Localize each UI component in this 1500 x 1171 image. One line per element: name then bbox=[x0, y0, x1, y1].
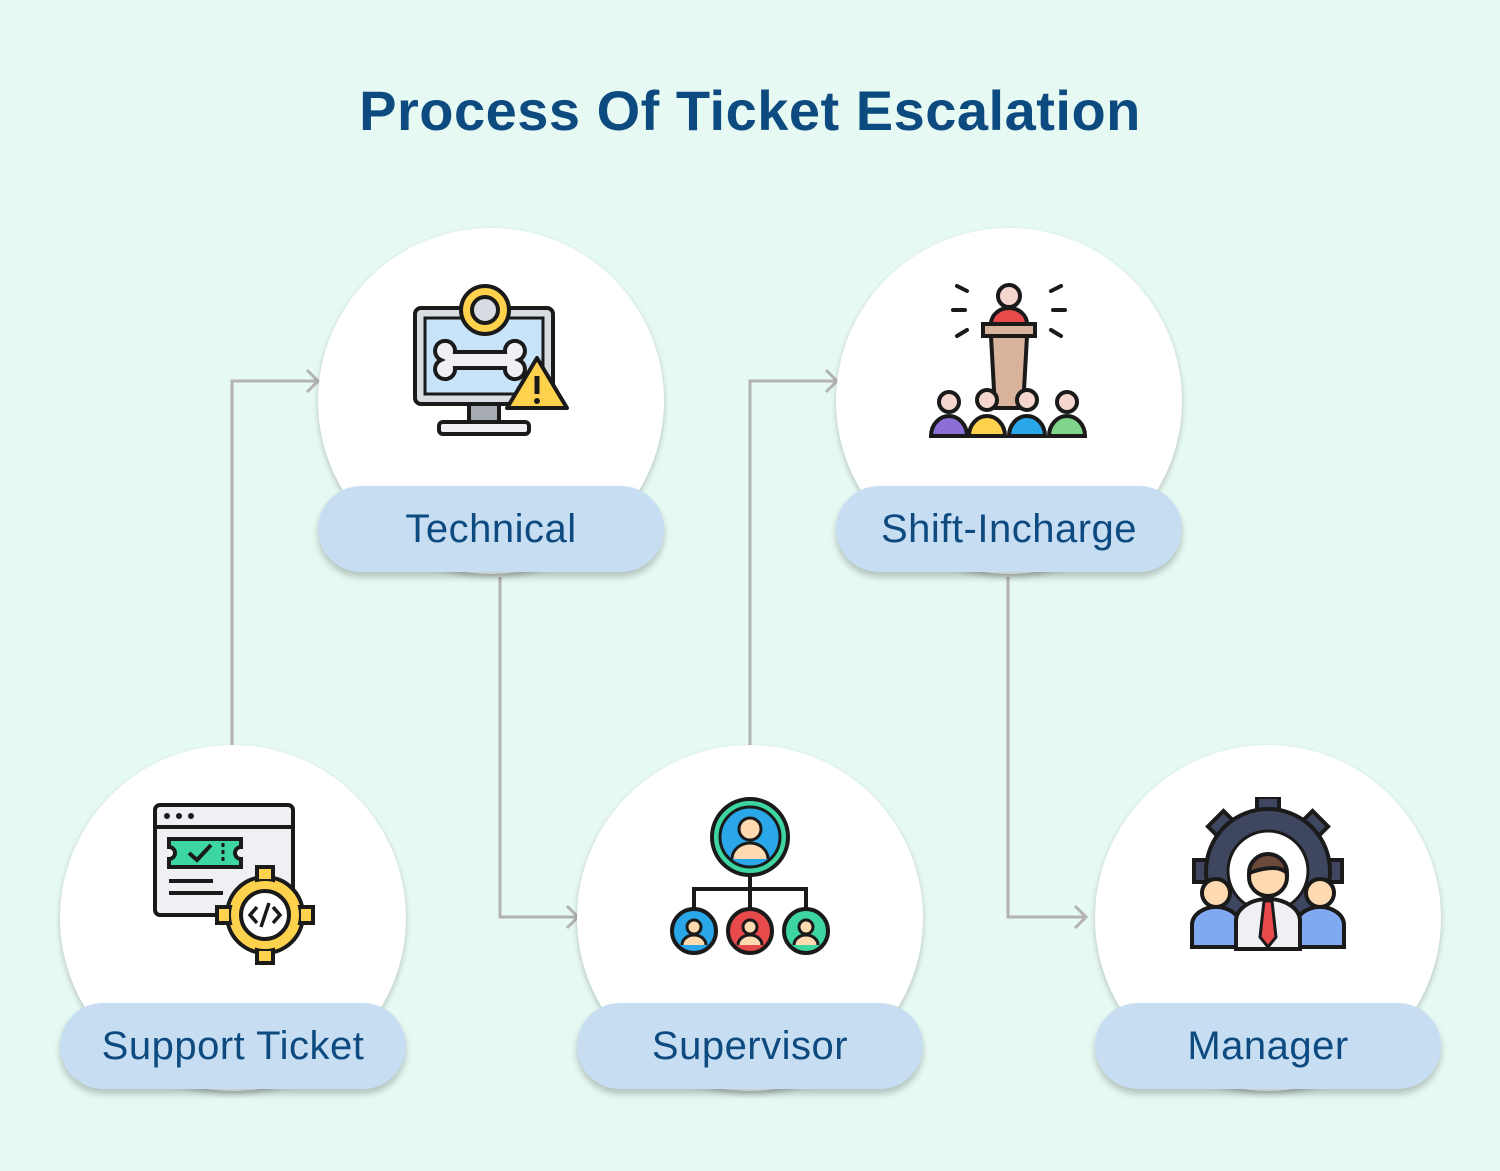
arrow-support-to-technical bbox=[230, 379, 318, 745]
computer-repair-warning-icon bbox=[413, 284, 569, 436]
arrowhead bbox=[305, 368, 321, 394]
arrow-technical-to-supervisor bbox=[498, 577, 578, 919]
speaker-podium-crowd-icon bbox=[928, 283, 1088, 438]
page-title: Process Of Ticket Escalation bbox=[359, 79, 1141, 142]
step-label: Manager bbox=[1095, 1003, 1441, 1089]
step-manager: Manager bbox=[1095, 745, 1441, 1095]
step-label: Technical bbox=[318, 486, 664, 572]
arrow-shift-incharge-to-manager bbox=[1006, 577, 1086, 919]
arrowhead bbox=[1073, 904, 1089, 930]
ticket-gear-icon bbox=[153, 803, 315, 965]
step-technical: Technical bbox=[318, 228, 664, 578]
arrow-supervisor-to-shift-incharge bbox=[748, 379, 837, 745]
step-label: Support Ticket bbox=[60, 1003, 406, 1089]
step-support-ticket: Support Ticket bbox=[60, 745, 406, 1095]
step-supervisor: Supervisor bbox=[577, 745, 923, 1095]
step-label: Supervisor bbox=[577, 1003, 923, 1089]
step-label: Shift-Incharge bbox=[836, 486, 1182, 572]
step-shift-incharge: Shift-Incharge bbox=[836, 228, 1182, 578]
org-hierarchy-icon bbox=[670, 797, 830, 955]
manager-gear-team-icon bbox=[1190, 797, 1346, 951]
